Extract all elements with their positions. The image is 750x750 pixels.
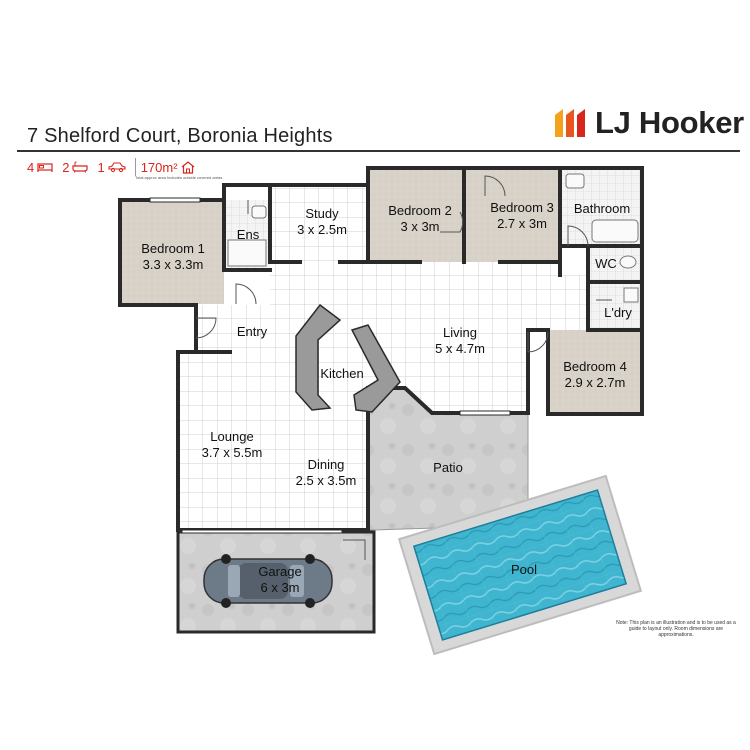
car-icon xyxy=(108,162,126,173)
room-name: Ens xyxy=(236,227,260,242)
car-spaces-stat: 1 xyxy=(97,159,126,175)
room-dimensions: 6 x 3m xyxy=(260,580,300,595)
room-name: Lounge xyxy=(210,429,254,444)
room-label-lounge: Lounge 3.7 x 5.5m xyxy=(186,429,278,461)
brand-name: LJ Hooker xyxy=(595,105,744,140)
bedroom-2-floor xyxy=(368,168,464,262)
room-name: Study xyxy=(305,206,339,221)
room-dimensions: 2.7 x 3m xyxy=(497,216,547,231)
room-label-living: Living 5 x 4.7m xyxy=(414,325,506,357)
room-label-ensuite: Ens xyxy=(228,227,268,243)
room-dimensions: 3 x 3m xyxy=(400,219,440,234)
floor-area-stat: 170m² xyxy=(141,160,195,175)
area-footnote: Total approx area Includes outside cover… xyxy=(135,175,223,180)
room-label-laundry: L'dry xyxy=(594,305,642,321)
room-label-bedroom-1: Bedroom 1 3.3 x 3.3m xyxy=(128,241,218,273)
bedrooms-stat: 4 xyxy=(27,160,53,175)
room-name: WC xyxy=(595,256,617,271)
room-label-dining: Dining 2.5 x 3.5m xyxy=(280,457,372,489)
room-name: Entry xyxy=(236,324,268,339)
bathrooms-stat: 2 xyxy=(62,159,89,175)
floor-area-value: 170m² xyxy=(140,159,178,175)
room-label-patio: Patio xyxy=(420,460,476,476)
header: 7 Shelford Court, Boronia Heights LJ Hoo… xyxy=(0,0,750,180)
room-label-pool: Pool xyxy=(496,562,552,578)
room-name: Bathroom xyxy=(573,201,631,216)
lj-hooker-logo-icon xyxy=(555,109,587,137)
car-icon xyxy=(203,554,333,608)
bedrooms-count: 4 xyxy=(27,159,35,175)
bed-icon xyxy=(37,163,53,172)
room-name: Bedroom 1 xyxy=(141,241,205,256)
kitchen-bench-left xyxy=(295,303,342,411)
room-label-entry: Entry xyxy=(224,324,280,340)
header-divider xyxy=(17,150,740,152)
room-label-wc: WC xyxy=(588,256,624,272)
room-name: Kitchen xyxy=(320,366,364,381)
house-icon xyxy=(181,160,194,174)
bathrooms-count: 2 xyxy=(62,159,70,175)
room-name: Garage xyxy=(258,564,302,579)
room-name: Dining xyxy=(307,457,345,472)
room-dimensions: 3.7 x 5.5m xyxy=(201,445,263,460)
bedroom-3-floor xyxy=(464,168,560,262)
room-dimensions: 2.5 x 3.5m xyxy=(295,473,357,488)
room-dimensions: 2.9 x 2.7m xyxy=(564,375,626,390)
disclaimer-note: Note: This plan is an illustration and i… xyxy=(616,620,736,638)
stats-divider xyxy=(134,158,136,176)
property-stats: 4 2 1 xyxy=(27,158,195,176)
room-label-bathroom: Bathroom xyxy=(563,201,641,217)
room-label-kitchen: Kitchen xyxy=(312,366,372,382)
room-name: Living xyxy=(443,325,477,340)
room-label-study: Study 3 x 2.5m xyxy=(280,206,364,238)
room-label-bedroom-3: Bedroom 3 2.7 x 3m xyxy=(474,200,570,232)
room-name: L'dry xyxy=(604,305,632,320)
bath-icon xyxy=(72,161,89,173)
bedroom-1-floor xyxy=(120,200,224,304)
room-dimensions: 3.3 x 3.3m xyxy=(142,257,204,272)
room-name: Pool xyxy=(510,562,538,577)
pool-area xyxy=(397,474,643,656)
brand-logo[interactable]: LJ Hooker xyxy=(555,105,744,140)
room-label-bedroom-2: Bedroom 2 3 x 3m xyxy=(372,203,468,235)
room-label-bedroom-4: Bedroom 4 2.9 x 2.7m xyxy=(550,359,640,391)
room-name: Bedroom 3 xyxy=(490,200,554,215)
car-spaces-count: 1 xyxy=(97,159,105,175)
bedroom-4-floor xyxy=(548,330,642,414)
room-dimensions: 5 x 4.7m xyxy=(435,341,485,356)
room-name: Patio xyxy=(433,460,463,475)
room-name: Bedroom 4 xyxy=(563,359,627,374)
room-name: Bedroom 2 xyxy=(388,203,452,218)
room-dimensions: 3 x 2.5m xyxy=(297,222,347,237)
property-address: 7 Shelford Court, Boronia Heights xyxy=(27,125,333,147)
room-label-garage: Garage 6 x 3m xyxy=(238,564,322,596)
kitchen-island xyxy=(350,324,401,413)
